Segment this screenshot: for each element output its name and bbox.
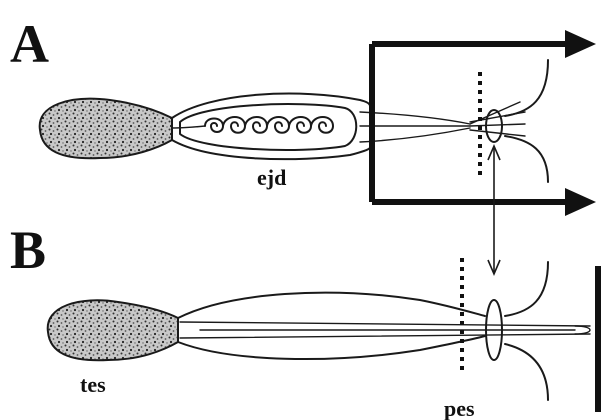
arrow-a-top-head — [565, 30, 596, 58]
ducts-a-upper — [360, 112, 470, 124]
penis-tip-b — [575, 326, 590, 334]
penis-sheath-b-bottom — [505, 344, 548, 400]
testis-b — [48, 300, 178, 360]
penis-sheath-b-top — [505, 262, 548, 316]
panel-a: A ejd — [10, 14, 596, 216]
ejd-coil — [205, 117, 333, 133]
penis-sheath-a-top — [505, 60, 548, 116]
penis-sheath-a-bottom — [505, 136, 548, 182]
testis-a — [40, 99, 172, 159]
arrow-a-bottom-head — [565, 188, 596, 216]
ducts-a-lower — [360, 128, 470, 142]
ejd-capsule — [180, 104, 356, 150]
panel-b: B tes pes — [10, 220, 598, 420]
duct-b-lower — [180, 334, 590, 338]
panel-b-label: B — [10, 220, 46, 280]
duct-sheath-b-top — [178, 293, 485, 318]
label-ejd: ejd — [257, 165, 286, 190]
duct-sheath-b-bottom — [178, 336, 485, 359]
label-pes: pes — [444, 396, 475, 420]
ejd-sheath-a — [172, 94, 370, 118]
panel-a-label: A — [10, 14, 49, 74]
ejd-connecting-duct — [172, 126, 205, 128]
correspondence-arrow — [488, 146, 500, 274]
duct-b-upper — [180, 322, 590, 326]
label-tes: tes — [80, 372, 106, 397]
